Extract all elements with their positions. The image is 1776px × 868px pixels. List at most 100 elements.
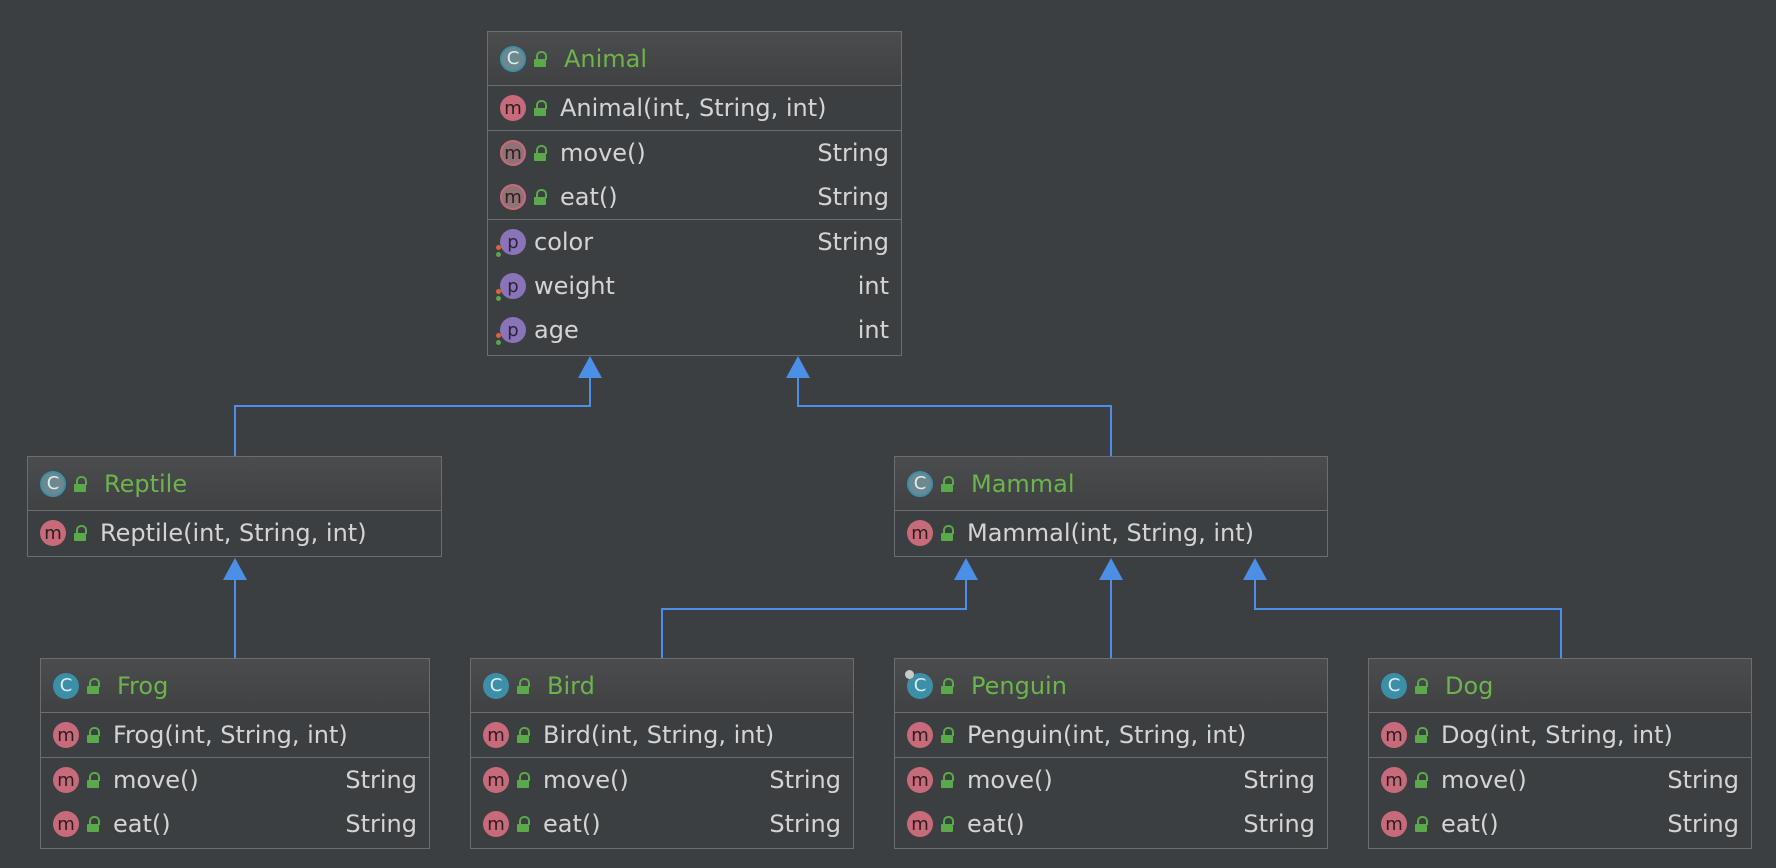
- method-icon: m: [907, 811, 933, 837]
- public-lock-icon: [1415, 772, 1429, 788]
- method-return-type: String: [769, 766, 841, 794]
- public-lock-icon: [941, 816, 955, 832]
- overlay-marker-icon: [905, 669, 914, 679]
- class-header[interactable]: C Frog: [41, 659, 429, 713]
- method-row[interactable]: m move() String: [1369, 758, 1751, 802]
- method-row[interactable]: m eat() String: [1369, 802, 1751, 846]
- constructor-row[interactable]: m Reptile(int, String, int): [28, 511, 441, 555]
- class-box-mammal[interactable]: C Mammal m Mammal(int, String, int): [894, 456, 1328, 557]
- properties-section: p color String p weight int p age int: [488, 220, 901, 352]
- constructor-row[interactable]: m Dog(int, String, int): [1369, 713, 1751, 757]
- method-name: eat(): [543, 810, 601, 838]
- method-row[interactable]: m eat() String: [471, 802, 853, 846]
- method-icon: m: [53, 722, 79, 748]
- method-name: move(): [967, 766, 1053, 794]
- constructor-row[interactable]: m Frog(int, String, int): [41, 713, 429, 757]
- method-return-type: String: [1243, 766, 1315, 794]
- method-return-type: String: [817, 139, 889, 167]
- method-row[interactable]: m move() String: [488, 131, 901, 175]
- class-icon: C: [483, 672, 509, 699]
- class-name: Penguin: [971, 671, 1067, 700]
- method-row[interactable]: m eat() String: [895, 802, 1327, 846]
- public-lock-icon: [517, 727, 531, 743]
- abstract-method-icon: m: [500, 184, 526, 210]
- method-name: move(): [113, 766, 199, 794]
- constructor-section: m Mammal(int, String, int): [895, 511, 1327, 555]
- constructor-signature: Frog(int, String, int): [113, 721, 348, 749]
- public-lock-icon: [517, 772, 531, 788]
- public-lock-icon: [74, 525, 88, 541]
- constructor-row[interactable]: m Animal(int, String, int): [488, 86, 901, 130]
- constructor-section: m Penguin(int, String, int): [895, 713, 1327, 758]
- class-name: Dog: [1445, 671, 1494, 700]
- public-lock-icon: [517, 677, 531, 694]
- public-lock-icon: [941, 677, 955, 694]
- class-box-bird[interactable]: C Bird m Bird(int, String, int) m move()…: [470, 658, 854, 849]
- class-box-frog[interactable]: C Frog m Frog(int, String, int) m move()…: [40, 658, 430, 849]
- public-lock-icon: [87, 816, 101, 832]
- public-lock-icon: [534, 100, 548, 116]
- method-row[interactable]: m move() String: [41, 758, 429, 802]
- constructor-section: m Bird(int, String, int): [471, 713, 853, 758]
- abstract-class-icon: C: [500, 45, 526, 72]
- method-return-type: String: [817, 183, 889, 211]
- class-box-dog[interactable]: C Dog m Dog(int, String, int) m move() S…: [1368, 658, 1752, 849]
- method-row[interactable]: m move() String: [471, 758, 853, 802]
- method-icon: m: [500, 95, 526, 121]
- constructor-section: m Frog(int, String, int): [41, 713, 429, 758]
- methods-section: m move() String m eat() String: [895, 758, 1327, 846]
- method-row[interactable]: m eat() String: [488, 175, 901, 219]
- constructor-signature: Reptile(int, String, int): [100, 519, 367, 547]
- method-name: eat(): [1441, 810, 1499, 838]
- class-icon: C: [53, 672, 79, 699]
- method-name: move(): [560, 139, 646, 167]
- class-header[interactable]: C Dog: [1369, 659, 1751, 713]
- method-return-type: String: [1667, 810, 1739, 838]
- public-lock-icon: [534, 145, 548, 161]
- method-icon: m: [1381, 767, 1407, 793]
- public-lock-icon: [1415, 677, 1429, 694]
- property-name: age: [534, 316, 579, 344]
- property-row[interactable]: p weight int: [488, 264, 901, 308]
- method-row[interactable]: m eat() String: [41, 802, 429, 846]
- property-icon: p: [496, 229, 526, 257]
- class-icon: C: [905, 669, 933, 699]
- class-name: Animal: [564, 44, 648, 73]
- constructor-row[interactable]: m Mammal(int, String, int): [895, 511, 1327, 555]
- class-box-animal[interactable]: C Animal m Animal(int, String, int) m mo…: [487, 31, 902, 356]
- class-header[interactable]: C Reptile: [28, 457, 441, 511]
- method-icon: m: [483, 722, 509, 748]
- class-name: Bird: [547, 671, 595, 700]
- method-name: move(): [1441, 766, 1527, 794]
- class-header[interactable]: C Penguin: [895, 659, 1327, 713]
- constructor-signature: Dog(int, String, int): [1441, 721, 1673, 749]
- constructor-signature: Penguin(int, String, int): [967, 721, 1247, 749]
- property-row[interactable]: p age int: [488, 308, 901, 352]
- constructor-row[interactable]: m Bird(int, String, int): [471, 713, 853, 757]
- abstract-method-icon: m: [500, 140, 526, 166]
- method-icon: m: [907, 722, 933, 748]
- method-name: eat(): [560, 183, 618, 211]
- class-header[interactable]: C Animal: [488, 32, 901, 86]
- constructor-section: m Animal(int, String, int): [488, 86, 901, 131]
- constructor-row[interactable]: m Penguin(int, String, int): [895, 713, 1327, 757]
- class-box-reptile[interactable]: C Reptile m Reptile(int, String, int): [27, 456, 442, 557]
- method-icon: m: [907, 767, 933, 793]
- public-lock-icon: [87, 772, 101, 788]
- public-lock-icon: [941, 772, 955, 788]
- method-icon: m: [1381, 811, 1407, 837]
- class-header[interactable]: C Mammal: [895, 457, 1327, 511]
- method-return-type: String: [1243, 810, 1315, 838]
- methods-section: m move() String m eat() String: [471, 758, 853, 846]
- class-name: Frog: [117, 671, 169, 700]
- public-lock-icon: [534, 50, 548, 67]
- property-name: color: [534, 228, 594, 256]
- method-row[interactable]: m move() String: [895, 758, 1327, 802]
- property-row[interactable]: p color String: [488, 220, 901, 264]
- method-icon: m: [483, 767, 509, 793]
- class-header[interactable]: C Bird: [471, 659, 853, 713]
- class-box-penguin[interactable]: C Penguin m Penguin(int, String, int) m …: [894, 658, 1328, 849]
- public-lock-icon: [74, 475, 88, 492]
- method-icon: m: [907, 520, 933, 546]
- constructor-signature: Bird(int, String, int): [543, 721, 775, 749]
